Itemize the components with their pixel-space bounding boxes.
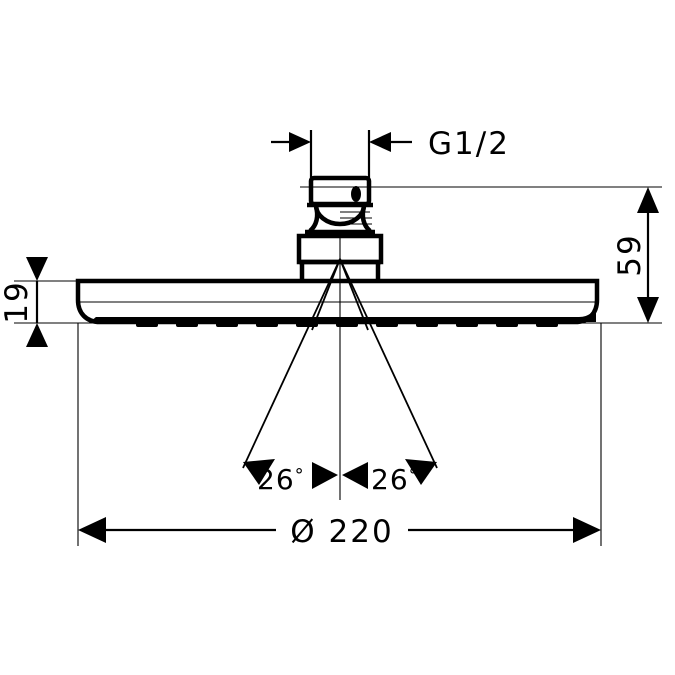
dimension-label-thread: G1/2 [428, 126, 510, 162]
dimension-height-59: 59 [612, 187, 659, 323]
dimension-diameter-220: Ø 220 [77, 323, 602, 550]
dimension-angle-left-26: 26° [243, 459, 338, 496]
dimension-angle-right-26: 26° [342, 459, 437, 496]
dimension-label-height: 59 [612, 233, 648, 276]
dimension-label-thickness: 19 [0, 280, 35, 323]
spray-cone-rays [242, 236, 438, 500]
dimension-label-diameter: Ø 220 [290, 514, 393, 550]
angle-label-right: 26° [371, 463, 419, 496]
dimension-thickness-19: 19 [0, 257, 70, 347]
dimension-thread-g12: G1/2 [271, 126, 510, 186]
thread-nut-block [308, 175, 372, 207]
spray-nozzle-row [136, 322, 558, 327]
ball-joint [305, 202, 375, 235]
angle-label-left: 26° [257, 463, 305, 496]
shower-head-body [75, 278, 600, 327]
